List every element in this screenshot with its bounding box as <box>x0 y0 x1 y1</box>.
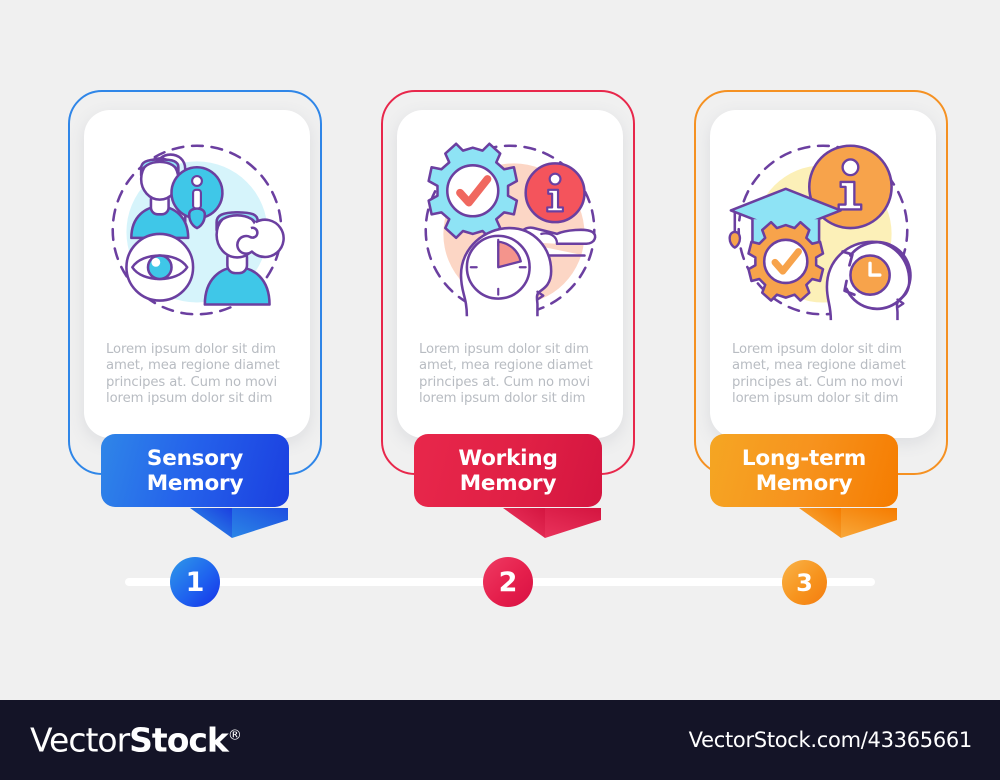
card-inner-panel: Lorem ipsum dolor sit dim amet, mea regi… <box>397 110 623 438</box>
timeline-step-1[interactable]: 1 <box>170 557 220 607</box>
vectorstock-logo: VectorStock® <box>30 720 242 760</box>
ribbon-tail-2 <box>497 492 607 544</box>
working-memory-icon <box>412 132 608 328</box>
logo-text-secondary: Stock <box>129 720 229 760</box>
watermark-footer: VectorStock® VectorStock.com/43365661 <box>0 700 1000 780</box>
ribbon-tail-1 <box>184 492 294 544</box>
timeline-step-3[interactable]: 3 <box>782 560 827 605</box>
banner-label: Sensory Memory <box>146 445 244 496</box>
card-long-term-memory[interactable]: Lorem ipsum dolor sit dim amet, mea regi… <box>694 90 948 475</box>
card-description: Lorem ipsum dolor sit dim amet, mea regi… <box>732 342 906 407</box>
step-number: 2 <box>498 566 518 598</box>
card-description: Lorem ipsum dolor sit dim amet, mea regi… <box>106 342 280 407</box>
step-number: 3 <box>796 568 813 597</box>
ribbon-tail-3 <box>793 492 903 544</box>
sensory-memory-icon <box>99 132 295 328</box>
infographic-canvas: Lorem ipsum dolor sit dim amet, mea regi… <box>0 0 1000 700</box>
card-description: Lorem ipsum dolor sit dim amet, mea regi… <box>419 342 593 407</box>
registered-trademark-icon: ® <box>227 727 242 744</box>
banner-working-memory[interactable]: Working Memory <box>414 434 602 507</box>
card-sensory-memory[interactable]: Lorem ipsum dolor sit dim amet, mea regi… <box>68 90 322 475</box>
step-number: 1 <box>185 566 205 598</box>
banner-label: Long-term Memory <box>741 445 867 496</box>
card-inner-panel: Lorem ipsum dolor sit dim amet, mea regi… <box>84 110 310 438</box>
timeline-step-2[interactable]: 2 <box>483 557 533 607</box>
long-term-memory-icon <box>725 132 921 328</box>
vectorstock-url: VectorStock.com/43365661 <box>688 728 973 752</box>
card-working-memory[interactable]: Lorem ipsum dolor sit dim amet, mea regi… <box>381 90 635 475</box>
banner-long-term-memory[interactable]: Long-term Memory <box>710 434 898 507</box>
banner-label: Working Memory <box>458 445 558 496</box>
logo-text-primary: Vector <box>30 720 130 760</box>
banner-sensory-memory[interactable]: Sensory Memory <box>101 434 289 507</box>
card-inner-panel: Lorem ipsum dolor sit dim amet, mea regi… <box>710 110 936 438</box>
